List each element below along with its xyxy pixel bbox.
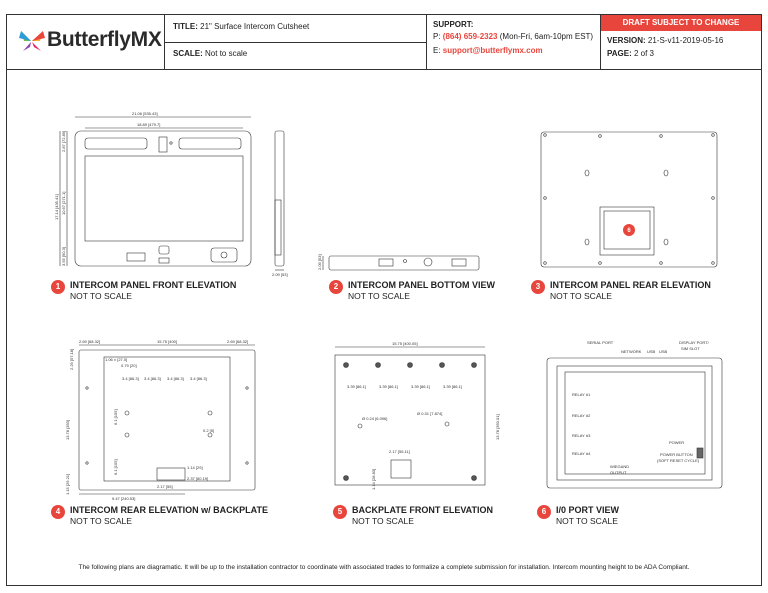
support-cell: SUPPORT: P: (864) 659-2323 (Mon-Fri, 6am… xyxy=(427,15,601,69)
drawing-area: 21.06 [535.43] 18.89 [479.7] 2.87 [72.89… xyxy=(54,111,723,501)
io-port-drawing: SERIAL PORT NETWORK USB USB DISPLAY PORT… xyxy=(546,340,723,489)
version-info: VERSION: 21-S-v11-2019-05-16 xyxy=(607,36,724,45)
relay-3: RELAY #3 xyxy=(572,433,591,438)
relay-1: RELAY #1 xyxy=(572,392,591,397)
dim-front-top: 2.87 [72.89] xyxy=(61,131,66,152)
rear-port-badge: 6 xyxy=(627,228,631,234)
title-value: 21" Surface Intercom Cutsheet xyxy=(200,22,310,31)
dim-bp-h2: 0.79 [20] xyxy=(121,363,137,368)
title-cell: TITLE: 21" Surface Intercom Cutsheet SCA… xyxy=(165,15,427,69)
dim-front-bottom: 3.55 [90.3] xyxy=(61,247,66,266)
relay-2: RELAY #2 xyxy=(572,413,591,418)
support-label: SUPPORT: xyxy=(433,20,474,29)
port-usb-1: USB xyxy=(647,349,656,354)
dim-bp-s4: 3.4 [86.3] xyxy=(190,376,207,381)
caption-title: INTERCOM REAR ELEVATION w/ BACKPLATE xyxy=(70,505,268,515)
caption-title: INTERCOM PANEL FRONT ELEVATION xyxy=(70,280,237,290)
caption-number: 3 xyxy=(531,280,545,294)
email-link[interactable]: support@butterflymx.com xyxy=(442,46,543,55)
dim-bottom-depth: 2.09 [53] xyxy=(317,254,322,270)
dim-f-s4: 3.39 [86.1] xyxy=(443,384,462,389)
rear-backplate-drawing: 2.69 [68.32] 15.75 [400] 2.69 [68.32] 2.… xyxy=(65,339,256,501)
port-network: NETWORK xyxy=(621,349,642,354)
title-block: ButterflyMX TITLE: 21" Surface Intercom … xyxy=(7,15,761,70)
dim-f-s2: 3.39 [86.1] xyxy=(379,384,398,389)
caption-title: BACKPLATE FRONT ELEVATION xyxy=(352,505,493,515)
revision-cell: DRAFT SUBJECT TO CHANGE VERSION: 21-S-v1… xyxy=(601,15,761,69)
scale-value: Not to scale xyxy=(205,49,248,58)
cutsheet-page: ButterflyMX TITLE: 21" Surface Intercom … xyxy=(6,14,762,586)
logo-cell: ButterflyMX xyxy=(7,15,165,69)
port-serial: SERIAL PORT xyxy=(587,340,614,345)
bottom-view-drawing: 2.09 [53] xyxy=(317,254,480,271)
phone-link[interactable]: (864) 659-2323 xyxy=(442,32,498,41)
dim-f-mid: 2.17 [55.11] xyxy=(389,449,410,454)
port-usb-2: USB xyxy=(659,349,668,354)
dim-bp-s3: 3.4 [86.3] xyxy=(167,376,184,381)
dim-front-width: 21.06 [535.43] xyxy=(132,111,158,116)
dim-bp-hole: 0.2 [5] xyxy=(203,428,214,433)
dim-f-d2: Ø 0.31 [7.874] xyxy=(417,411,442,416)
draft-banner: DRAFT SUBJECT TO CHANGE xyxy=(601,15,761,31)
port-power-button-sub: (SOFT RESET CYCLE) xyxy=(657,458,700,463)
caption-title: I/0 PORT VIEW xyxy=(556,505,620,515)
caption-scale: NOT TO SCALE xyxy=(70,291,132,301)
brand-wordmark: ButterflyMX xyxy=(47,28,162,51)
dim-bp-c3: 2.17 [55] xyxy=(157,484,173,489)
dim-f-d1: Ø 0.24 [6.096] xyxy=(362,416,387,421)
caption-title: INTERCOM PANEL REAR ELEVATION xyxy=(550,280,711,290)
caption-number: 6 xyxy=(537,505,551,519)
caption-scale: NOT TO SCALE xyxy=(70,516,132,526)
dim-front-screen: 10.67 [271.1] xyxy=(61,192,66,215)
port-power-button: POWER BUTTON xyxy=(660,452,693,457)
dim-bp-right: 2.69 [68.32] xyxy=(227,339,248,344)
port-power: POWER xyxy=(669,440,684,445)
dim-f-low: 1.14 [28.83] xyxy=(371,469,376,490)
page-info: PAGE: 2 of 3 xyxy=(607,49,654,58)
port-sim: SIM SLOT xyxy=(681,346,700,351)
support-email: E: support@butterflymx.com xyxy=(433,46,543,55)
dim-bp-s1: 3.4 [86.3] xyxy=(122,376,139,381)
backplate-front-drawing: 15.75 [400.05] 3.39 [86.1] 3.39 [86.1] 3… xyxy=(334,341,500,490)
dim-f-s3: 3.39 [86.1] xyxy=(411,384,430,389)
relay-4: RELAY #4 xyxy=(572,451,591,456)
support-phone: P: (864) 659-2323 (Mon-Fri, 6am-10pm EST… xyxy=(433,32,594,41)
caption-number: 5 xyxy=(333,505,347,519)
dim-bp-height: 13.78 [350] xyxy=(65,420,70,440)
dim-f-s1: 3.39 [86.1] xyxy=(347,384,366,389)
caption-number: 4 xyxy=(51,505,65,519)
dim-bp-side: 2.29 [57.18] xyxy=(69,349,74,370)
dim-f-width: 15.75 [400.05] xyxy=(392,341,418,346)
port-wiegand: WIEGAND xyxy=(610,464,629,469)
footer-note: The following plans are diagramatic. It … xyxy=(78,564,690,571)
dim-front-height: 17.14 [435.41] xyxy=(54,194,59,220)
butterfly-logo-icon xyxy=(19,31,45,51)
dim-bp-v1: 6.1 [155] xyxy=(113,409,118,425)
caption-scale: NOT TO SCALE xyxy=(352,516,414,526)
title-label: TITLE: xyxy=(173,22,198,31)
dim-bp-v2: 6.1 [155] xyxy=(113,459,118,475)
dim-bp-s2: 3.4 [86.3] xyxy=(144,376,161,381)
caption-scale: NOT TO SCALE xyxy=(348,291,410,301)
dim-bp-c1: 1.14 [29] xyxy=(187,465,203,470)
rear-elevation-drawing: 6 xyxy=(540,131,718,268)
caption-title: INTERCOM PANEL BOTTOM VIEW xyxy=(348,280,496,290)
dim-bp-h1: 1.06 ± [27.0] xyxy=(105,357,127,362)
dim-bp-low: 1.15 [29.21] xyxy=(65,474,70,495)
port-display: DISPLAY PORT/ xyxy=(679,340,710,345)
front-elevation-drawing: 21.06 [535.43] 18.89 [479.7] 2.87 [72.89… xyxy=(54,111,288,277)
dim-side-depth: 2.09 [53] xyxy=(272,272,288,277)
caption-scale: NOT TO SCALE xyxy=(556,516,618,526)
caption-number: 1 xyxy=(51,280,65,294)
dim-bp-c2: 2.37 [60.19] xyxy=(187,476,208,481)
scale-label: SCALE: xyxy=(173,49,203,58)
dim-bp-left: 2.69 [68.32] xyxy=(79,339,100,344)
dim-f-h: 13.78 [350.01] xyxy=(495,414,500,440)
dim-front-inner: 18.89 [479.7] xyxy=(137,122,160,127)
port-wiegand-sub: OUTPUT xyxy=(610,470,627,475)
dim-bp-mid: 15.75 [400] xyxy=(157,339,177,344)
dim-bp-bottom: 9.47 [240.53] xyxy=(112,496,135,501)
caption-number: 2 xyxy=(329,280,343,294)
caption-scale: NOT TO SCALE xyxy=(550,291,612,301)
